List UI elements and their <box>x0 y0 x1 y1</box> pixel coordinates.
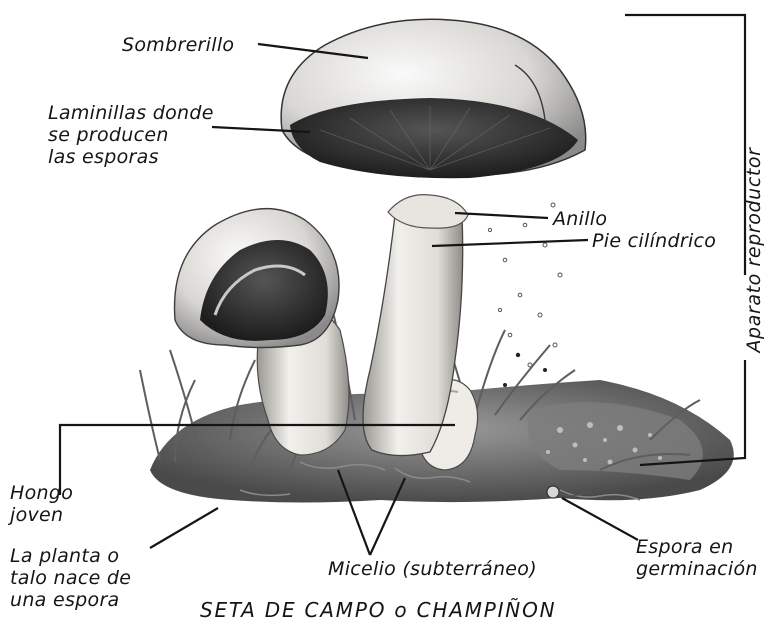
label-aparato-reproductor: Aparato reproductor <box>743 147 765 352</box>
label-anillo: Anillo <box>553 208 607 230</box>
label-hongo-joven-line-2: joven <box>10 504 73 526</box>
label-laminillas-line-3: las esporas <box>48 146 214 168</box>
label-espora-line-2: germinación <box>636 558 758 580</box>
label-talo-line-1: La planta o <box>10 545 131 567</box>
label-espora-line-1: Espora en <box>636 536 758 558</box>
label-laminillas-line-1: Laminillas donde <box>48 102 214 124</box>
diagram-caption: SETA DE CAMPO o CHAMPIÑON <box>200 598 556 622</box>
label-micelio: Micelio (subterráneo) <box>328 558 537 580</box>
main-cap <box>281 19 586 178</box>
label-pie: Pie cilíndrico <box>592 230 716 252</box>
label-talo-line-3: una espora <box>10 589 131 611</box>
spore-dots <box>503 353 547 387</box>
label-laminillas: Laminillas donde se producen las esporas <box>48 102 214 168</box>
label-hongo-joven-line-1: Hongo <box>10 482 73 504</box>
label-hongo-joven: Hongo joven <box>10 482 73 526</box>
label-talo: La planta o talo nace de una espora <box>10 545 131 611</box>
label-espora-germinacion: Espora en germinación <box>636 536 758 580</box>
label-laminillas-line-2: se producen <box>48 124 214 146</box>
label-sombrerillo: Sombrerillo <box>122 34 234 56</box>
label-talo-line-2: talo nace de <box>10 567 131 589</box>
